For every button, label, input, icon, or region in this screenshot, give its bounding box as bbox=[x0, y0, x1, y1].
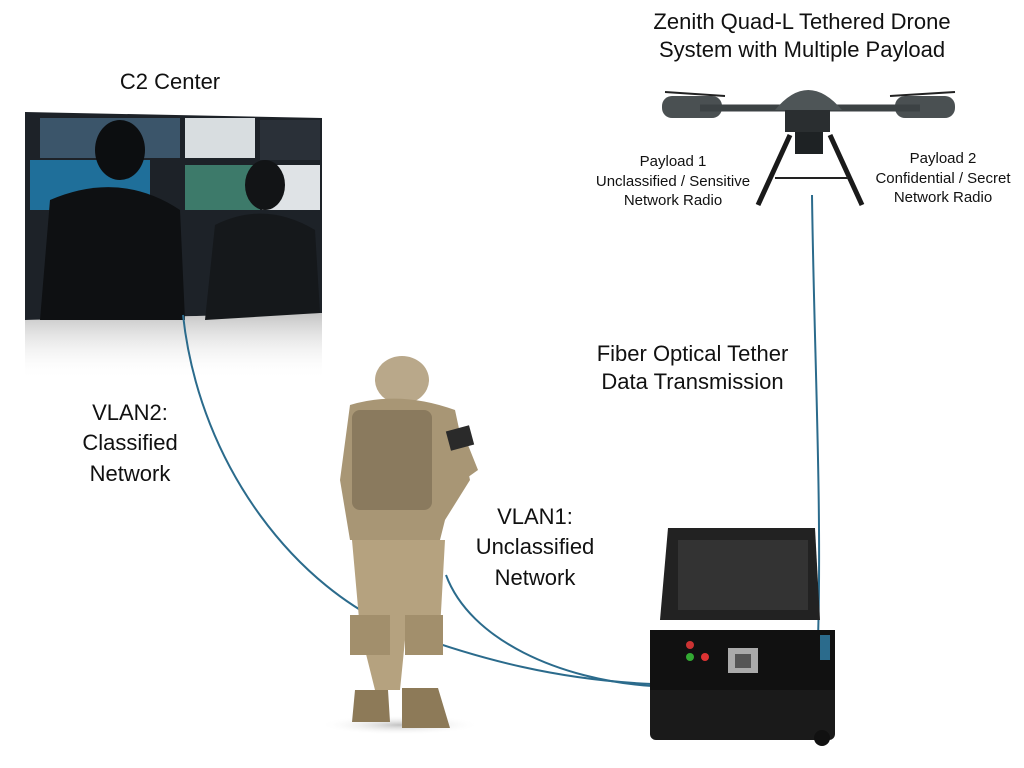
vlan1-label-line2: Unclassified bbox=[475, 534, 595, 560]
vlan1-label-line1: VLAN1: bbox=[497, 504, 573, 529]
c2-center-image bbox=[25, 112, 322, 380]
vlan2-label-line2: Classified bbox=[82, 430, 178, 456]
soldier-image bbox=[320, 356, 480, 735]
drone-title: Zenith Quad-L Tethered Drone System with… bbox=[602, 8, 1002, 63]
tether-label-line1: Fiber Optical Tether bbox=[596, 341, 789, 366]
vlan2-label: VLAN2: Classified Network bbox=[60, 398, 200, 489]
payload2-type: Network Radio bbox=[893, 189, 993, 206]
vlan1-label: VLAN1: Unclassified Network bbox=[460, 502, 610, 593]
fiber-tether-cable bbox=[811, 194, 821, 641]
vlan1-label-line3: Network bbox=[494, 564, 576, 590]
ground-station-case bbox=[650, 528, 835, 746]
payload2-name: Payload 2 bbox=[909, 150, 977, 167]
vlan1-cable bbox=[445, 574, 653, 687]
drone-title-line1: Zenith Quad-L Tethered Drone bbox=[653, 9, 951, 34]
vlan2-label-line3: Network bbox=[89, 460, 171, 486]
payload1-name: Payload 1 bbox=[639, 153, 707, 170]
payload2-label: Payload 2 Confidential / Secret Network … bbox=[858, 149, 1024, 208]
payload1-classification: Unclassified / Sensitive bbox=[595, 172, 751, 190]
c2-center-title: C2 Center bbox=[119, 69, 221, 94]
tether-label: Fiber Optical Tether Data Transmission bbox=[570, 340, 815, 395]
payload1-type: Network Radio bbox=[623, 192, 723, 209]
payload2-classification: Confidential / Secret bbox=[875, 169, 1011, 187]
drone-title-line2: System with Multiple Payload bbox=[658, 36, 946, 62]
payload1-label: Payload 1 Unclassified / Sensitive Netwo… bbox=[578, 152, 768, 211]
drone-image bbox=[662, 90, 956, 207]
vlan2-label-line1: VLAN2: bbox=[92, 400, 168, 425]
tether-label-line2: Data Transmission bbox=[601, 368, 784, 394]
